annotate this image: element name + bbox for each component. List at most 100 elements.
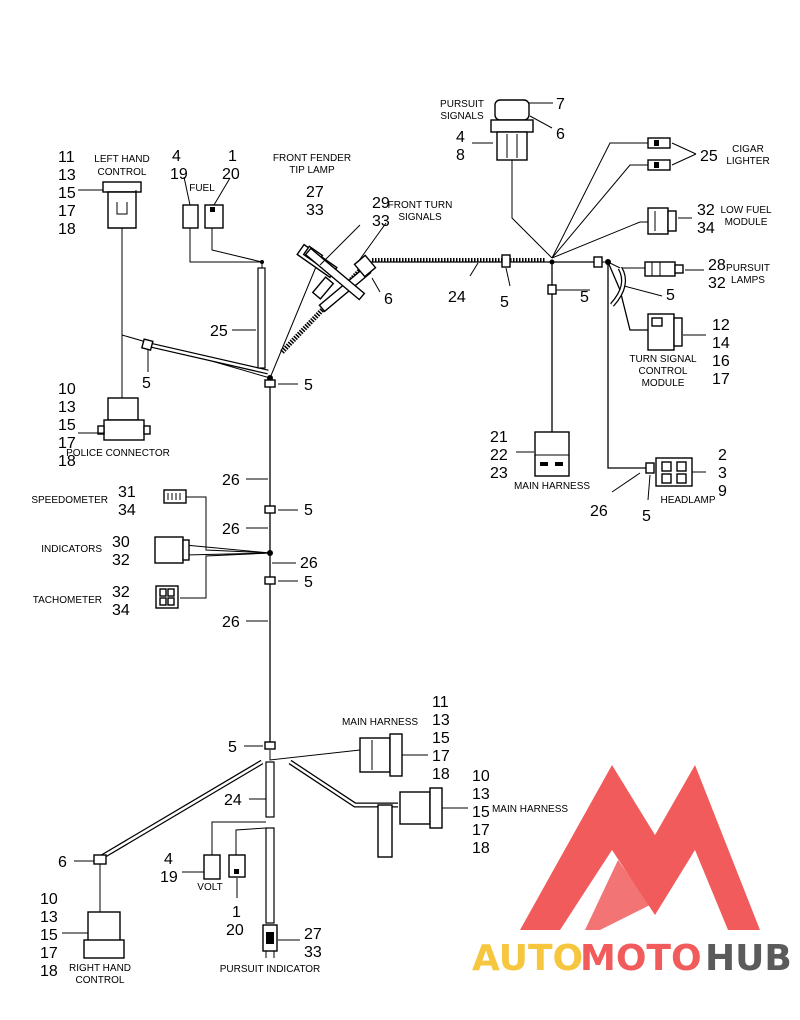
- cigar-wire-b: [551, 164, 648, 259]
- cigar-lighter-part: [647, 137, 671, 171]
- label-right-hand-control-2: CONTROL: [76, 975, 125, 986]
- callout-9-headlamp: 9: [718, 483, 727, 500]
- main-harness-top-part: [534, 431, 570, 477]
- indicators-part: [154, 536, 190, 564]
- callout-25-wire: 25: [210, 323, 228, 340]
- label-pursuit-signals-2: SIGNALS: [440, 111, 484, 122]
- label-pursuit-lamps-1: PURSUIT: [726, 263, 770, 274]
- callout-2-headlamp: 2: [718, 447, 727, 464]
- clip-5-g-shape: [593, 256, 603, 268]
- pursuit-indicator-sleeve: [265, 827, 275, 924]
- turn-signal-module-part: [647, 313, 683, 351]
- label-pursuit-lamps-2: LAMPS: [731, 275, 765, 286]
- cigar-wire-a: [551, 142, 648, 259]
- fuel-wire-b: [211, 228, 263, 263]
- callout-15-lhc: 15: [58, 185, 76, 202]
- label-cigar-lighter-2: LIGHTER: [726, 156, 769, 167]
- callout-34-low-fuel: 34: [697, 220, 715, 237]
- label-tip-lamp-1: FRONT FENDER: [273, 153, 351, 164]
- callout-5-d: 5: [228, 739, 237, 756]
- front-turn-signal-part: [304, 247, 377, 313]
- logo-text-hub: HUB: [705, 938, 792, 979]
- component-labels: PURSUIT SIGNALS CIGAR LIGHTER LOW FUEL M…: [31, 99, 772, 986]
- clip-5-d-shape: [264, 741, 276, 750]
- clip-5-a-shape: [264, 379, 276, 388]
- turn-signal-module-wire: [607, 261, 648, 331]
- speedometer-part: [163, 489, 187, 504]
- callout-5-e: 5: [500, 294, 509, 311]
- callout-21-main: 21: [490, 429, 508, 446]
- junctions: [93, 254, 655, 865]
- volt-wire-b: [235, 827, 267, 855]
- callout-33-tip: 33: [306, 202, 324, 219]
- pursuit-signals-part: [490, 99, 534, 161]
- callout-15-mhl: 15: [472, 804, 490, 821]
- callout-26-a: 26: [222, 472, 240, 489]
- callout-10-mhl: 10: [472, 768, 490, 785]
- pursuit-lamps-wire: [598, 261, 645, 269]
- volt-part: [203, 854, 246, 880]
- callout-19-volt: 19: [160, 869, 178, 886]
- label-right-hand-control-1: RIGHT HAND: [69, 963, 131, 974]
- low-fuel-wire: [551, 221, 648, 259]
- callout-5-c: 5: [304, 574, 313, 591]
- callout-4-fuel: 4: [172, 148, 181, 165]
- callout-33-pursuit-ind: 33: [304, 944, 322, 961]
- callout-13-mhu: 13: [432, 712, 450, 729]
- callout-5-h: 5: [642, 508, 651, 525]
- callout-18-mhl: 18: [472, 840, 490, 857]
- callout-20-fuel: 20: [222, 166, 240, 183]
- tachometer-part: [155, 585, 179, 609]
- volt-wire-a: [211, 821, 266, 855]
- clamp-6-bottom-shape: [93, 854, 107, 865]
- label-turn-signal-module-1: TURN SIGNAL: [629, 354, 697, 365]
- main-harness-upper-wire: [269, 749, 361, 761]
- callout-5-g: 5: [666, 287, 675, 304]
- logo-text-moto: MOTO: [580, 938, 702, 979]
- label-volt: VOLT: [197, 882, 222, 893]
- callout-17-police: 17: [58, 435, 76, 452]
- callout-13-lhc: 13: [58, 167, 76, 184]
- callout-12-module: 12: [712, 317, 730, 334]
- label-low-fuel-1: LOW FUEL: [720, 205, 772, 216]
- callout-26-d: 26: [222, 614, 240, 631]
- callout-17-lhc: 17: [58, 203, 76, 220]
- callout-5-i: 5: [142, 375, 151, 392]
- callout-32-ind: 32: [112, 552, 130, 569]
- callout-27-pursuit-ind: 27: [304, 926, 322, 943]
- label-left-hand-control-1: LEFT HAND: [94, 154, 149, 165]
- right-hand-control-part: [83, 911, 125, 959]
- main-harness-lower-part: [377, 787, 443, 858]
- pursuit-indicator-part: [262, 924, 278, 958]
- label-main-harness-lower: MAIN HARNESS: [492, 804, 568, 815]
- callout-13-police: 13: [58, 399, 76, 416]
- callout-7: 7: [556, 96, 565, 113]
- label-turn-signal-module-2: CONTROL: [639, 366, 688, 377]
- clip-5-b-shape: [264, 505, 276, 514]
- callout-5-a: 5: [304, 377, 313, 394]
- callout-11-mhu: 11: [432, 694, 449, 711]
- label-police-connector: POLICE CONNECTOR: [66, 448, 170, 459]
- label-indicators: INDICATORS: [41, 544, 102, 555]
- label-low-fuel-2: MODULE: [725, 217, 768, 228]
- clip-5-i-shape: [140, 338, 154, 351]
- callout-3-headlamp: 3: [718, 465, 727, 482]
- leader-lines: [62, 102, 706, 941]
- tachometer-wire: [180, 552, 271, 599]
- logo-text-auto: AUTO: [472, 938, 583, 979]
- callout-32-lamps: 32: [708, 275, 726, 292]
- callout-1-volt: 1: [232, 904, 241, 921]
- callout-8-pursuit: 8: [456, 147, 465, 164]
- callout-17-rhc: 17: [40, 945, 58, 962]
- label-speedometer: SPEEDOMETER: [31, 495, 108, 506]
- callout-18-police: 18: [58, 453, 76, 470]
- callout-32-tach: 32: [112, 584, 130, 601]
- headlamp-wire: [607, 262, 650, 469]
- fuel-part: [182, 204, 224, 229]
- callout-22-main: 22: [490, 447, 508, 464]
- clip-5-c-shape: [264, 576, 276, 585]
- callout-4-volt: 4: [164, 851, 173, 868]
- callout-6-bottom: 6: [58, 854, 67, 871]
- clip-5-e-shape: [501, 254, 511, 268]
